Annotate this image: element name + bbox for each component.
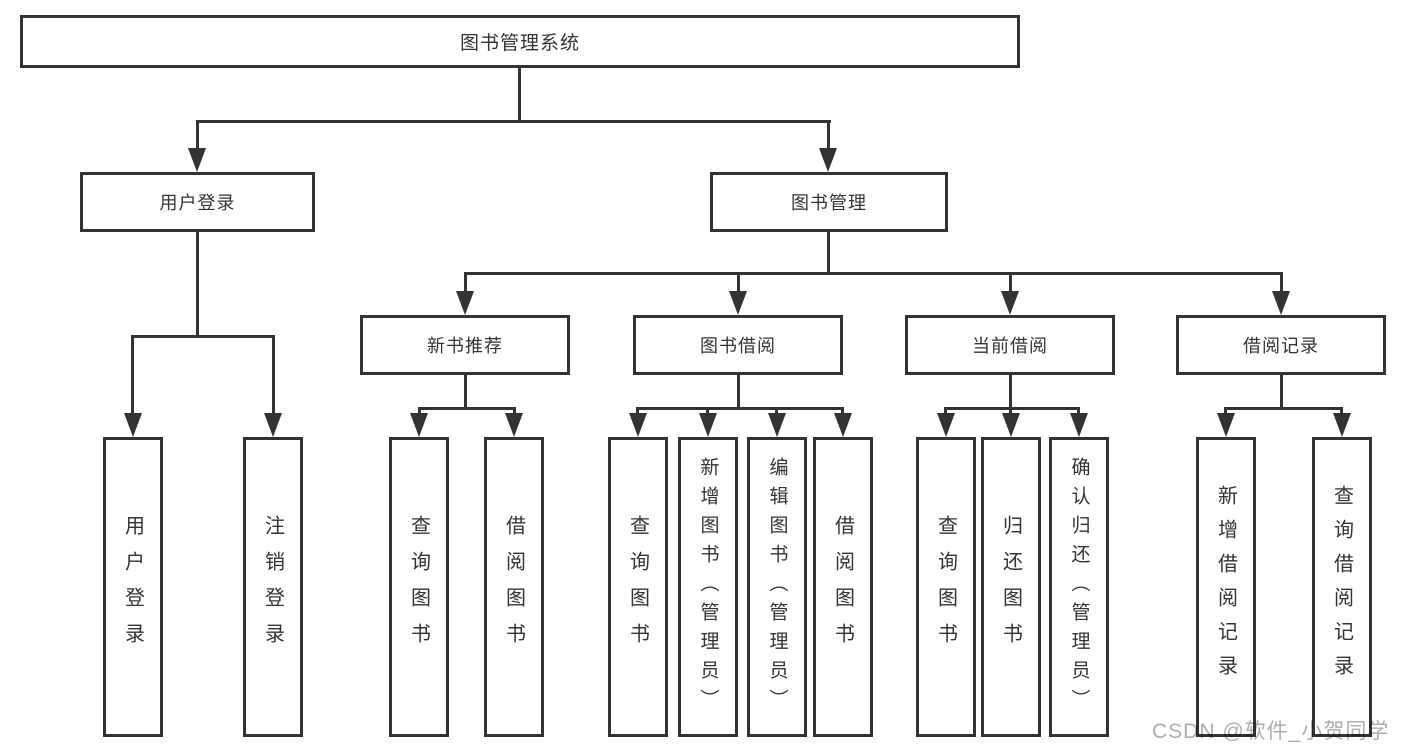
connector-line bbox=[418, 407, 516, 410]
node-new-book-recommend: 新书推荐 bbox=[360, 315, 570, 375]
node-user-login: 用户登录 bbox=[80, 172, 315, 232]
connector-line bbox=[418, 407, 421, 413]
leaf-label: 用户登录 bbox=[121, 515, 144, 659]
connector-line bbox=[706, 407, 709, 413]
node-borrow-record: 借阅记录 bbox=[1176, 315, 1386, 375]
connector-line bbox=[1077, 407, 1080, 413]
node-label: 新书推荐 bbox=[427, 336, 503, 356]
leaf-logout: 注销登录 bbox=[243, 437, 303, 737]
connector-line bbox=[827, 120, 830, 148]
arrowhead-down-icon bbox=[188, 148, 206, 172]
leaf-return-books: 归还图书 bbox=[981, 437, 1041, 737]
arrowhead-down-icon bbox=[1070, 413, 1088, 437]
node-label: 当前借阅 bbox=[972, 336, 1048, 356]
connector-line bbox=[737, 272, 740, 291]
leaf-label: 注销登录 bbox=[261, 515, 284, 659]
leaf-label: 确认归还（管理员） bbox=[1068, 456, 1090, 718]
connector-line bbox=[841, 407, 844, 413]
connector-line bbox=[1009, 407, 1012, 413]
leaf-label: 新增借阅记录 bbox=[1214, 485, 1237, 689]
leaf-label: 查询图书 bbox=[626, 515, 649, 659]
arrowhead-down-icon bbox=[264, 413, 282, 437]
node-label: 图书借阅 bbox=[700, 336, 776, 356]
connector-line bbox=[1009, 272, 1012, 291]
node-book-borrow: 图书借阅 bbox=[633, 315, 843, 375]
connector-line bbox=[518, 68, 521, 120]
connector-line bbox=[196, 232, 199, 335]
arrowhead-down-icon bbox=[819, 148, 837, 172]
leaf-borrow-books: 借阅图书 bbox=[813, 437, 873, 737]
arrowhead-down-icon bbox=[1217, 413, 1235, 437]
arrowhead-down-icon bbox=[1272, 291, 1290, 315]
leaf-label: 归还图书 bbox=[999, 515, 1022, 659]
arrowhead-down-icon bbox=[699, 413, 717, 437]
node-current-borrow: 当前借阅 bbox=[905, 315, 1115, 375]
node-label: 用户登录 bbox=[159, 193, 236, 213]
node-root-label: 图书管理系统 bbox=[459, 33, 580, 54]
connector-line bbox=[1280, 272, 1283, 291]
leaf-add-borrow-record: 新增借阅记录 bbox=[1196, 437, 1256, 737]
leaf-label: 查询图书 bbox=[407, 515, 430, 659]
leaf-label: 编辑图书（管理员） bbox=[766, 456, 788, 718]
connector-line bbox=[636, 407, 639, 413]
connector-line bbox=[827, 232, 830, 272]
leaf-query-borrow-record: 查询借阅记录 bbox=[1312, 437, 1372, 737]
leaf-label: 新增图书（管理员） bbox=[697, 456, 719, 718]
node-label: 图书管理 bbox=[791, 193, 867, 213]
leaf-borrow-books-recommend: 借阅图书 bbox=[484, 437, 544, 737]
arrowhead-down-icon bbox=[629, 413, 647, 437]
connector-line bbox=[1280, 375, 1283, 407]
arrowhead-down-icon bbox=[1333, 413, 1351, 437]
csdn-watermark: CSDN @软件_小贺同学 bbox=[1152, 720, 1390, 743]
arrowhead-down-icon bbox=[410, 413, 428, 437]
leaf-query-books-borrow: 查询图书 bbox=[608, 437, 668, 737]
arrowhead-down-icon bbox=[1002, 413, 1020, 437]
arrowhead-down-icon bbox=[834, 413, 852, 437]
node-label: 借阅记录 bbox=[1243, 336, 1319, 356]
arrowhead-down-icon bbox=[937, 413, 955, 437]
connector-line bbox=[464, 272, 467, 291]
connector-line bbox=[737, 375, 740, 407]
connector-line bbox=[272, 335, 275, 413]
connector-line bbox=[131, 335, 275, 338]
connector-line bbox=[1224, 407, 1343, 410]
leaf-label: 查询图书 bbox=[934, 515, 957, 659]
connector-line bbox=[944, 407, 1080, 410]
connector-line bbox=[464, 375, 467, 407]
connector-line bbox=[636, 407, 844, 410]
connector-line bbox=[1009, 375, 1012, 407]
arrowhead-down-icon bbox=[505, 413, 523, 437]
connector-line bbox=[944, 407, 947, 413]
arrowhead-down-icon bbox=[124, 413, 142, 437]
leaf-label: 借阅图书 bbox=[502, 515, 525, 659]
leaf-user-login: 用户登录 bbox=[103, 437, 163, 737]
leaf-add-books-admin: 新增图书（管理员） bbox=[678, 437, 738, 737]
node-root: 图书管理系统 bbox=[20, 15, 1020, 68]
connector-line bbox=[196, 120, 831, 123]
leaf-label: 查询借阅记录 bbox=[1330, 485, 1353, 689]
connector-line bbox=[196, 120, 199, 148]
connector-line bbox=[1224, 407, 1227, 413]
connector-line bbox=[513, 407, 516, 413]
node-book-management: 图书管理 bbox=[710, 172, 948, 232]
leaf-edit-books-admin: 编辑图书（管理员） bbox=[747, 437, 807, 737]
leaf-query-books-recommend: 查询图书 bbox=[389, 437, 449, 737]
arrowhead-down-icon bbox=[1001, 291, 1019, 315]
connector-line bbox=[1340, 407, 1343, 413]
arrowhead-down-icon bbox=[768, 413, 786, 437]
arrowhead-down-icon bbox=[729, 291, 747, 315]
leaf-label: 借阅图书 bbox=[831, 515, 854, 659]
arrowhead-down-icon bbox=[456, 291, 474, 315]
connector-line bbox=[464, 272, 1283, 275]
leaf-confirm-return-admin: 确认归还（管理员） bbox=[1049, 437, 1109, 737]
connector-line bbox=[775, 407, 778, 413]
leaf-query-books-current: 查询图书 bbox=[916, 437, 976, 737]
connector-line bbox=[131, 335, 134, 413]
